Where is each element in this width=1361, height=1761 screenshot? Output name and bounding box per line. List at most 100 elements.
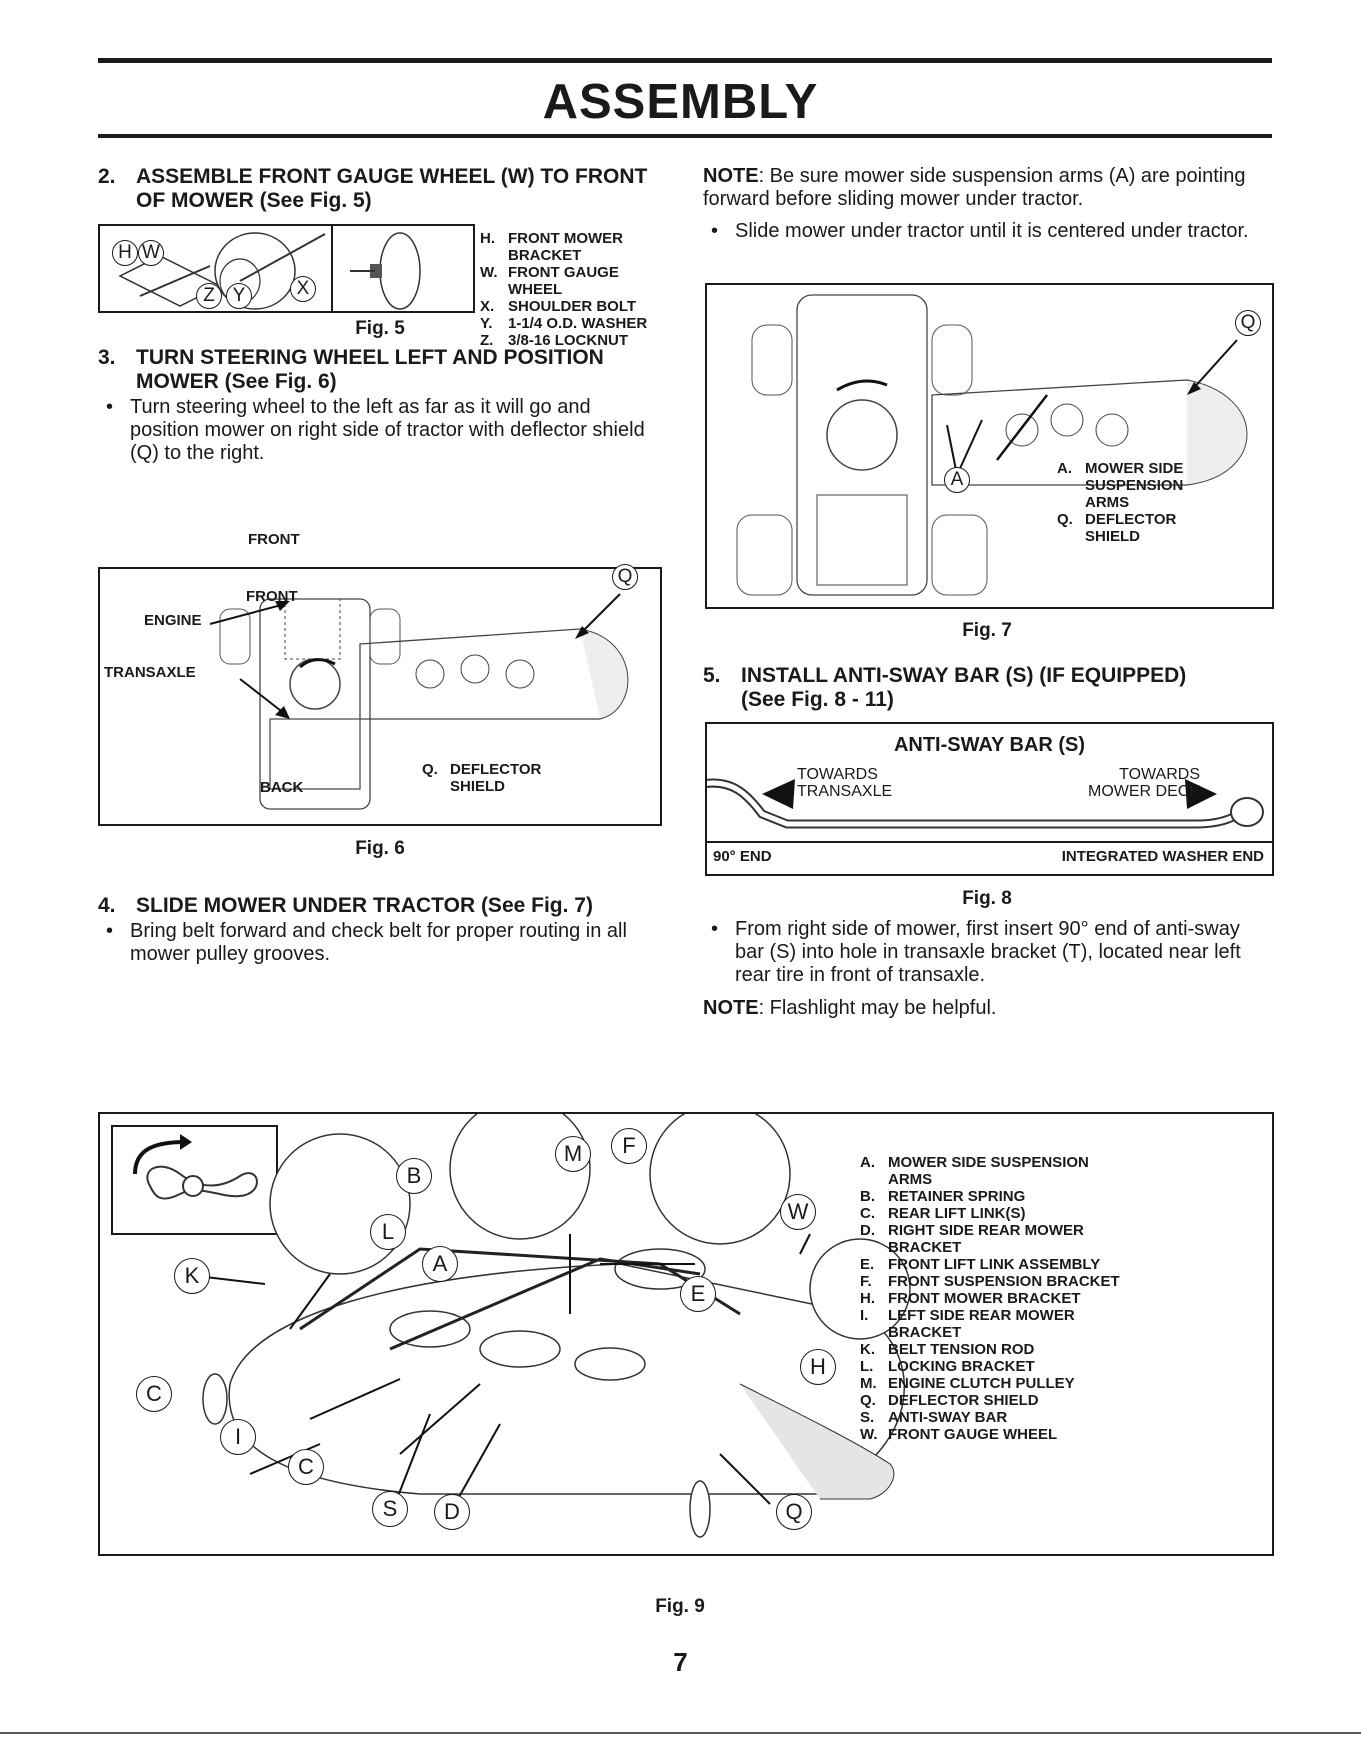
legend-text: FRONT GAUGE WHEEL (888, 1426, 1058, 1443)
figure-8-illustration (707, 778, 1272, 843)
legend-text: 1-1/4 O.D. WASHER (508, 315, 648, 332)
step-2-heading: 2.ASSEMBLE FRONT GAUGE WHEEL (W) TO FRON… (98, 165, 658, 213)
callout-h: H (112, 240, 138, 266)
figure-8-caption: Fig. 8 (962, 888, 1012, 909)
bullet-text: From right side of mower, first insert 9… (735, 918, 1241, 986)
legend-key (860, 1171, 888, 1188)
legend-text: SHOULDER BOLT (508, 298, 637, 315)
legend-text: BRACKET (888, 1239, 962, 1256)
label-line: TOWARDS (1119, 766, 1200, 783)
callout-s: S (372, 1491, 408, 1527)
bullet-icon: • (106, 920, 114, 942)
label-transaxle: TRANSAXLE (104, 664, 196, 681)
bullet-item: •Bring belt forward and check belt for p… (98, 920, 658, 966)
figure-8-title: ANTI-SWAY BAR (S) (893, 734, 1086, 756)
label-back: BACK (260, 779, 304, 796)
step-number: 4. (98, 894, 116, 917)
callout-x: X (290, 276, 316, 302)
step-number: 3. (98, 346, 116, 369)
legend-text: FRONT MOWER BRACKET (888, 1290, 1081, 1307)
legend-key: F. (860, 1273, 872, 1290)
legend-key: D. (860, 1222, 875, 1239)
figure-5-legend: H.FRONT MOWER BRACKET W.FRONT GAUGE WHEE… (480, 230, 665, 349)
bullet-text: Turn steering wheel to the left as far a… (130, 396, 645, 464)
note-label: NOTE (703, 165, 759, 187)
bullet-icon: • (106, 396, 114, 418)
legend-key (1057, 494, 1085, 511)
callout-w: W (780, 1194, 816, 1230)
legend-text: LOCKING BRACKET (888, 1358, 1035, 1375)
legend-item: Y.1-1/4 O.D. WASHER (480, 315, 665, 332)
figure-9: B M F W L A K E C H I C S D Q A.MOWER SI… (98, 1098, 1274, 1556)
legend-text: MOWER SIDE (1085, 460, 1184, 477)
step-heading-line: INSTALL ANTI-SWAY BAR (S) (IF EQUIPPED) (741, 664, 1187, 687)
callout-w: W (138, 240, 164, 266)
legend-key (422, 778, 450, 795)
legend-item: H. FRONT MOWER BRACKET (480, 230, 665, 264)
figure-6-legend: Q.DEFLECTOR SHIELD (422, 761, 622, 795)
callout-q: Q (1235, 310, 1261, 336)
figure-5-caption: Fig. 5 (355, 318, 405, 339)
figure-5-illustration (118, 226, 421, 311)
legend-key: A. (1057, 460, 1072, 477)
callout-z: Z (196, 283, 222, 309)
label-integrated-washer-end: INTEGRATED WASHER END (1061, 848, 1264, 865)
legend-key: K. (860, 1341, 875, 1358)
legend-text: SUSPENSION (1085, 477, 1184, 494)
callout-c: C (288, 1449, 324, 1485)
legend-key (1057, 477, 1085, 494)
label-front-top: FRONT (246, 588, 298, 605)
header-top-rule (98, 58, 1272, 63)
bullet-item: •From right side of mower, first insert … (703, 918, 1271, 987)
footer-rule (0, 1732, 1361, 1734)
step-heading-line: ASSEMBLE FRONT GAUGE WHEEL (W) TO FRONT (136, 165, 648, 188)
legend-key: H. (860, 1290, 875, 1307)
header-bottom-rule (98, 134, 1272, 138)
callout-h: H (800, 1349, 836, 1385)
callout-l: L (370, 1214, 406, 1250)
legend-key (860, 1324, 888, 1341)
step-number: 5. (703, 664, 721, 687)
legend-key: C. (860, 1205, 875, 1222)
page-title: ASSEMBLY (542, 75, 819, 129)
legend-text: BRACKET (888, 1324, 962, 1341)
legend-text: SHIELD (1085, 528, 1141, 545)
legend-text: ARMS (888, 1171, 933, 1188)
legend-text: FRONT SUSPENSION BRACKET (888, 1273, 1120, 1290)
legend-text: MOWER SIDE SUSPENSION (888, 1154, 1089, 1171)
callout-k: K (174, 1258, 210, 1294)
legend-text: FRONT LIFT LINK ASSEMBLY (888, 1256, 1101, 1273)
callout-q: Q (776, 1494, 812, 1530)
legend-text: LEFT SIDE REAR MOWER (888, 1307, 1075, 1324)
callout-c: C (136, 1376, 172, 1412)
step-heading-line: SLIDE MOWER UNDER TRACTOR (See Fig. 7) (136, 894, 593, 917)
legend-text: DEFLECTOR (450, 761, 542, 778)
legend-text: RETAINER SPRING (888, 1188, 1026, 1205)
legend-key: Q. (1057, 511, 1073, 528)
callout-m: M (555, 1136, 591, 1172)
figure-7: Q A A.MOWER SIDE SUSPENSION ARMS Q.DEFLE… (705, 283, 1274, 609)
label-front: FRONT (248, 531, 300, 548)
legend-text: FRONT MOWER BRACKET (508, 230, 623, 264)
figure-7-caption: Fig. 7 (962, 620, 1012, 641)
figure-9-caption: Fig. 9 (655, 1596, 705, 1617)
legend-key (1057, 528, 1085, 545)
bullet-text: Slide mower under tractor until it is ce… (735, 220, 1249, 242)
legend-text: 3/8-16 LOCKNUT (508, 332, 629, 349)
legend-key: Q. (860, 1392, 876, 1409)
note-text: : Be sure mower side suspension arms (A)… (703, 165, 1246, 210)
legend-key: H. (480, 230, 495, 247)
note-text: : Flashlight may be helpful. (758, 997, 997, 1019)
step-heading-line: (See Fig. 8 - 11) (741, 688, 894, 711)
legend-key: M. (860, 1375, 877, 1392)
bullet-icon: • (711, 220, 719, 242)
callout-d: D (434, 1494, 470, 1530)
step-heading-line: MOWER (See Fig. 6) (136, 370, 337, 393)
legend-key: I. (860, 1307, 869, 1324)
label-line: MOWER DECK (1088, 783, 1200, 800)
legend-text: SHIELD (450, 778, 506, 795)
legend-key: B. (860, 1188, 875, 1205)
step-heading-line: OF MOWER (See Fig. 5) (136, 189, 372, 212)
